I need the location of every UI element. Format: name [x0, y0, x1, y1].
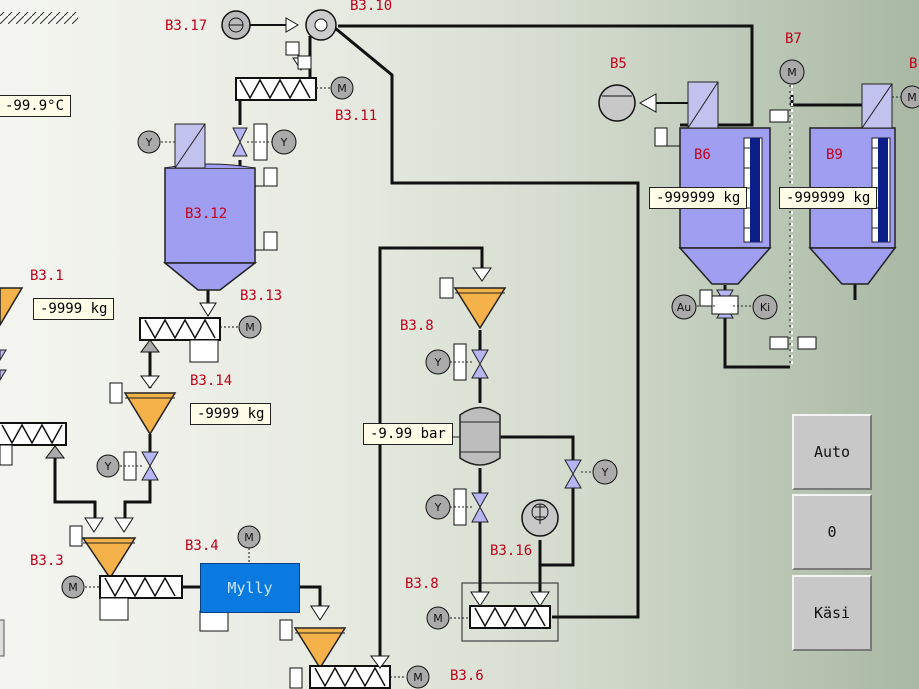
- hopper-b3-3[interactable]: [69, 517, 137, 580]
- label-b-edge: B: [909, 56, 918, 72]
- svg-text:Y: Y: [145, 136, 153, 149]
- pipes: [53, 24, 862, 670]
- label-b3-8-lower: B3.8: [405, 576, 439, 592]
- silo-b6[interactable]: [654, 81, 789, 285]
- screw-conveyor-b3-13[interactable]: [139, 302, 262, 363]
- valve-bypass[interactable]: [564, 459, 618, 489]
- label-b5: B5: [610, 56, 627, 72]
- svg-text:Y: Y: [434, 501, 442, 514]
- svg-text:M: M: [245, 321, 255, 334]
- flow-arrow-down: [140, 375, 160, 389]
- screw-conveyor-b3-3[interactable]: [61, 575, 183, 621]
- svg-text:M: M: [68, 581, 78, 594]
- label-b3-8-upper: B3.8: [400, 318, 434, 334]
- weight-readout-b3-1: -9999 kg: [33, 298, 115, 320]
- svg-text:Y: Y: [601, 466, 609, 479]
- label-b3-6: B3.6: [450, 668, 484, 684]
- valve-b6-outlet[interactable]: [671, 289, 778, 320]
- hopper-b3-14[interactable]: [96, 382, 177, 481]
- weight-readout-b3-14: -9999 kg: [190, 403, 272, 425]
- scrollbar-edge: [0, 619, 5, 657]
- valve-b3-8-lower[interactable]: [425, 488, 489, 526]
- label-b3-14: B3.14: [190, 373, 233, 389]
- label-b7: B7: [785, 31, 802, 47]
- screw-conveyor-left[interactable]: [0, 422, 67, 466]
- label-b3-17: B3.17: [165, 18, 208, 34]
- svg-text:M: M: [413, 671, 423, 684]
- svg-text:M: M: [907, 91, 917, 104]
- screw-conveyor-b3-11[interactable]: [235, 55, 354, 101]
- auto-button[interactable]: Auto: [792, 414, 872, 490]
- valve-b3-8-upper[interactable]: [425, 343, 489, 381]
- svg-text:Y: Y: [434, 356, 442, 369]
- zero-button[interactable]: 0: [792, 494, 872, 570]
- temperature-readout: -99.9°C: [0, 95, 72, 117]
- hopper-b3-6[interactable]: [279, 605, 430, 689]
- tank-b3-12[interactable]: [137, 123, 278, 291]
- label-b6: B6: [694, 147, 711, 163]
- fan-b3-17[interactable]: [221, 10, 299, 40]
- mill-b3-4[interactable]: Mylly: [200, 563, 300, 613]
- svg-text:M: M: [787, 66, 797, 79]
- symbol-letters: M Y Y M Y M M M Y Y Y M M M Au Ki: [68, 66, 917, 684]
- screw-conveyor-b3-8[interactable]: [426, 582, 559, 642]
- hopper-b3-8[interactable]: [439, 267, 507, 330]
- manual-button[interactable]: Käsi: [792, 575, 872, 651]
- weight-readout-b9: -999999 kg: [779, 187, 878, 209]
- label-b3-16: B3.16: [490, 543, 533, 559]
- hopper-b3-1[interactable]: [0, 287, 24, 381]
- svg-text:Au: Au: [677, 301, 692, 314]
- svg-text:Y: Y: [104, 460, 112, 473]
- label-b3-1: B3.1: [30, 268, 64, 284]
- label-b3-13: B3.13: [240, 288, 283, 304]
- blower-b3-10[interactable]: [285, 9, 337, 56]
- indicator-box: [769, 336, 789, 350]
- motor-b7[interactable]: [779, 59, 805, 85]
- label-b9: B9: [826, 147, 843, 163]
- pressure-readout-b3-8: -9.99 bar: [363, 423, 453, 445]
- label-b3-11: B3.11: [335, 108, 378, 124]
- label-b3-3: B3.3: [30, 553, 64, 569]
- svg-text:M: M: [433, 612, 443, 625]
- flow-arrow-up: [140, 339, 160, 353]
- fan-b5[interactable]: [598, 84, 690, 122]
- label-b3-4: B3.4: [185, 538, 219, 554]
- fan-b3-16[interactable]: [521, 499, 559, 537]
- weight-readout-b6: -999999 kg: [649, 187, 748, 209]
- label-b3-10: B3.10: [350, 0, 393, 14]
- svg-text:Y: Y: [280, 136, 288, 149]
- svg-text:M: M: [337, 82, 347, 95]
- hatch-strip: [0, 12, 78, 24]
- indicator-box: [797, 336, 817, 350]
- valve-b3-12[interactable]: [232, 123, 297, 161]
- label-b3-12: B3.12: [185, 206, 228, 222]
- svg-text:Ki: Ki: [760, 301, 770, 314]
- svg-text:M: M: [244, 531, 254, 544]
- silo-b9[interactable]: [808, 83, 919, 285]
